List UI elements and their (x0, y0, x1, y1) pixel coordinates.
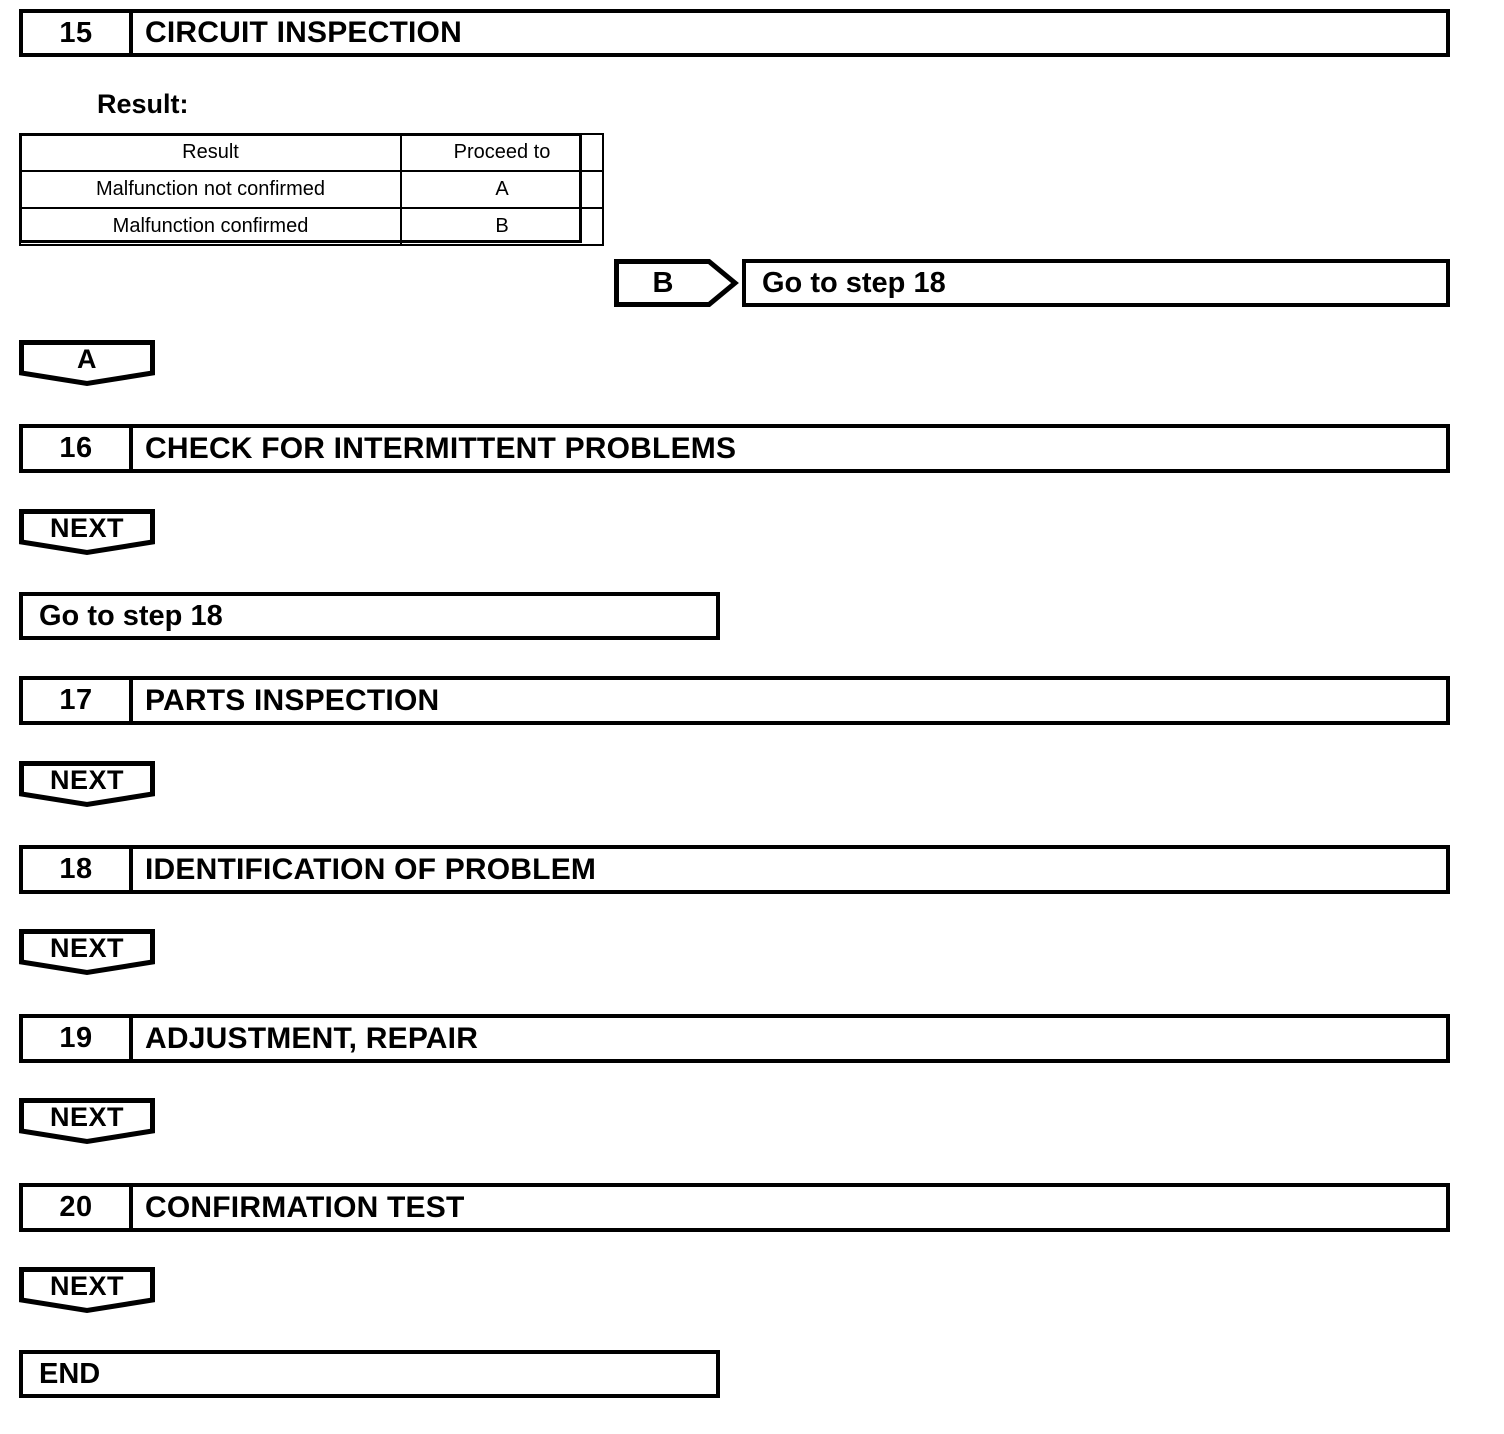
connector-next-after-19[interactable]: NEXT (19, 1098, 155, 1145)
step-header-20[interactable]: 20 CONFIRMATION TEST (19, 1183, 1450, 1232)
connector-next-after-18[interactable]: NEXT (19, 929, 155, 976)
table-cell-result-0: Malfunction not confirmed (19, 170, 402, 209)
step-title-19: ADJUSTMENT, REPAIR (145, 1021, 479, 1055)
step-header-15[interactable]: 15 CIRCUIT INSPECTION (19, 9, 1450, 57)
connector-a[interactable]: A (19, 340, 155, 387)
connector-next-shape (19, 1267, 155, 1314)
step-header-19[interactable]: 19 ADJUSTMENT, REPAIR (19, 1014, 1450, 1063)
connector-next-shape (19, 509, 155, 556)
step-title-18: IDENTIFICATION OF PROBLEM (145, 852, 597, 886)
goto-step-18-box-from-b[interactable]: Go to step 18 (742, 259, 1450, 307)
step-number-16: 16 (23, 428, 133, 469)
step-title-17: PARTS INSPECTION (145, 683, 440, 717)
connector-next-shape (19, 761, 155, 808)
connector-next-after-17[interactable]: NEXT (19, 761, 155, 808)
end-box[interactable]: END (19, 1350, 720, 1398)
step-header-16[interactable]: 16 CHECK FOR INTERMITTENT PROBLEMS (19, 424, 1450, 473)
step-number-17: 17 (23, 680, 133, 721)
connector-a-shape (19, 340, 155, 387)
connector-b-shape (614, 259, 739, 307)
step-title-20: CONFIRMATION TEST (145, 1190, 465, 1224)
step-title-16: CHECK FOR INTERMITTENT PROBLEMS (145, 431, 737, 465)
table-header-result: Result (19, 133, 402, 172)
step-title-15: CIRCUIT INSPECTION (145, 16, 462, 49)
table-header-row: Result Proceed to (19, 133, 604, 172)
step-number-20: 20 (23, 1187, 133, 1228)
connector-next-after-16[interactable]: NEXT (19, 509, 155, 556)
result-caption: Result: (97, 89, 189, 119)
step-header-18[interactable]: 18 IDENTIFICATION OF PROBLEM (19, 845, 1450, 894)
step-number-19: 19 (23, 1018, 133, 1059)
connector-next-after-20[interactable]: NEXT (19, 1267, 155, 1314)
step-number-15: 15 (23, 13, 133, 53)
table-cell-proceed-0: A (400, 170, 604, 209)
goto-step-18-box-after-16[interactable]: Go to step 18 (19, 592, 720, 640)
table-cell-proceed-1: B (400, 207, 604, 246)
step-header-17[interactable]: 17 PARTS INSPECTION (19, 676, 1450, 725)
table-row: Malfunction not confirmed A (19, 170, 604, 209)
table-row: Malfunction confirmed B (19, 207, 604, 246)
connector-next-shape (19, 1098, 155, 1145)
connector-b[interactable]: B (614, 259, 739, 307)
step-number-18: 18 (23, 849, 133, 890)
table-header-proceed-to: Proceed to (400, 133, 604, 172)
result-table: Result Proceed to Malfunction not confir… (19, 133, 604, 246)
table-cell-result-1: Malfunction confirmed (19, 207, 402, 246)
connector-next-shape (19, 929, 155, 976)
